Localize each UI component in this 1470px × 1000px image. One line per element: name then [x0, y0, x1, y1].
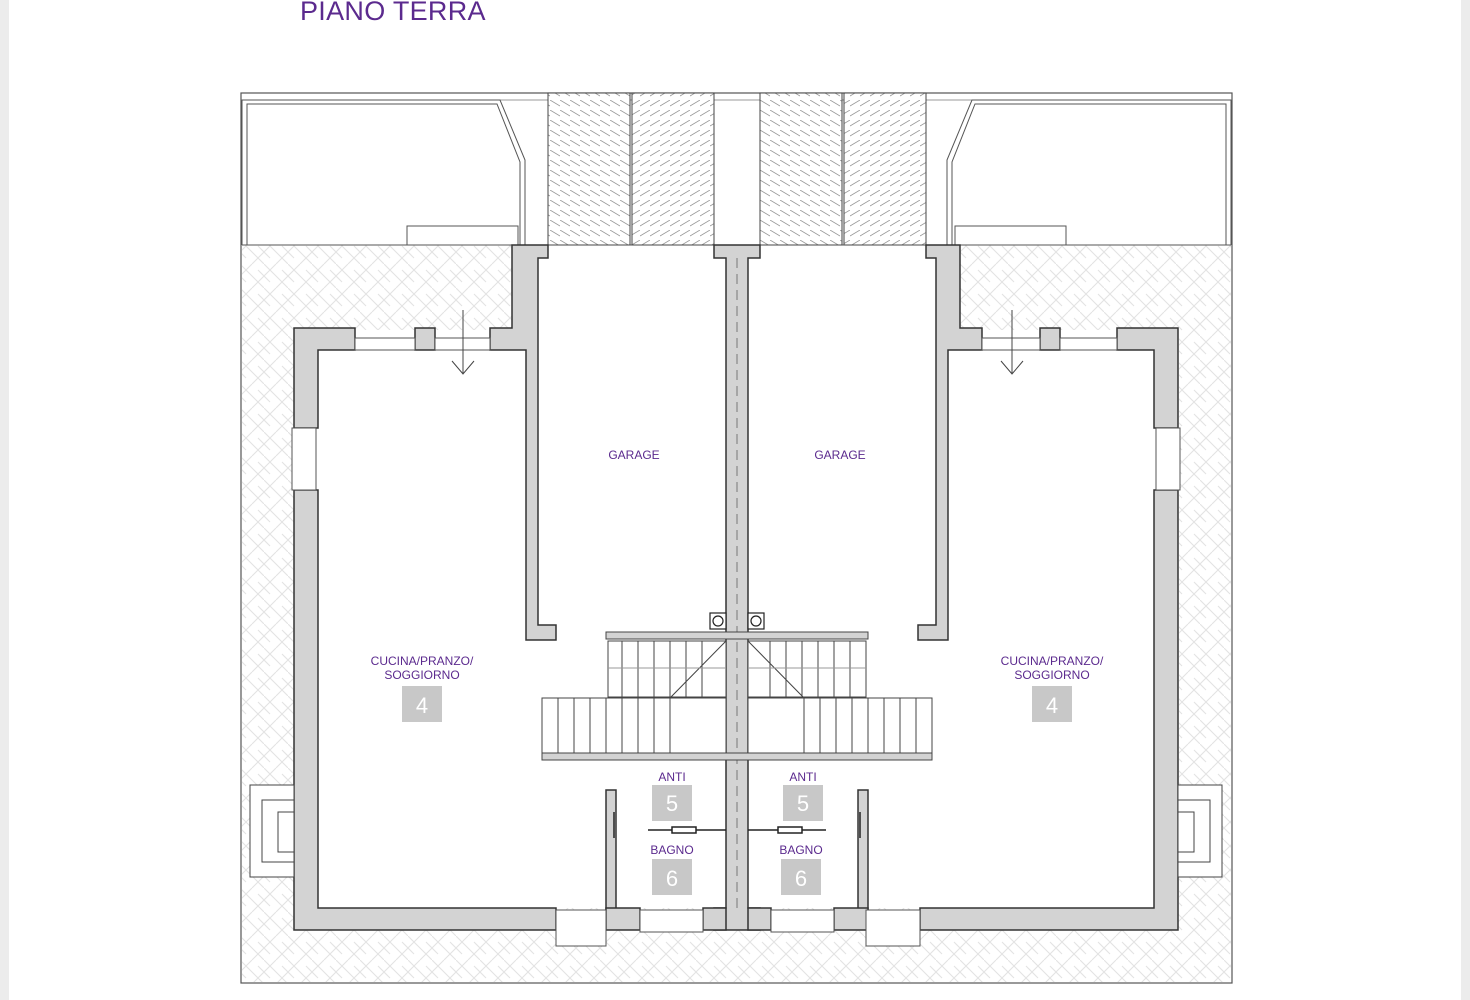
walls: [293, 244, 1179, 931]
staircases: [541, 631, 933, 761]
entrance-arrows: [451, 310, 1024, 375]
bagno-right-number: 6: [795, 866, 807, 891]
room-number-badge: [781, 859, 821, 895]
room-number-badge: [402, 686, 442, 722]
anti-right-number: 5: [797, 791, 809, 816]
living-left-number: 4: [416, 693, 428, 718]
living-left-label-2: SOGGIORNO: [384, 668, 459, 682]
room-labels: GARAGE GARAGE CUCINA/PRANZO/ SOGGIORNO 4…: [371, 448, 1104, 895]
room-number-badge: [652, 785, 692, 821]
driveway-ramps: [547, 92, 927, 246]
garage-left-label: GARAGE: [608, 448, 659, 462]
front-garden: [241, 99, 1232, 246]
page-border-right: [1461, 0, 1470, 1000]
side-doors: [249, 784, 1223, 878]
room-number-badge: [1032, 686, 1072, 722]
room-number-badge: [652, 859, 692, 895]
windows: [291, 337, 1181, 947]
chimney-flues: [709, 612, 765, 630]
bagno-left-label: BAGNO: [650, 843, 693, 857]
page-border-left: [0, 0, 9, 1000]
living-right-label-1: CUCINA/PRANZO/: [1001, 654, 1104, 668]
garage-right-label: GARAGE: [814, 448, 865, 462]
living-right-label-2: SOGGIORNO: [1014, 668, 1089, 682]
anti-left-number: 5: [666, 791, 678, 816]
living-right-number: 4: [1046, 693, 1058, 718]
anti-right-label: ANTI: [789, 770, 816, 784]
living-left-label-1: CUCINA/PRANZO/: [371, 654, 474, 668]
bathroom-doors: [613, 812, 861, 838]
bagno-left-number: 6: [666, 866, 678, 891]
bagno-right-label: BAGNO: [779, 843, 822, 857]
anti-left-label: ANTI: [658, 770, 685, 784]
room-number-badge: [783, 785, 823, 821]
page-title: PIANO TERRA: [300, 0, 486, 26]
